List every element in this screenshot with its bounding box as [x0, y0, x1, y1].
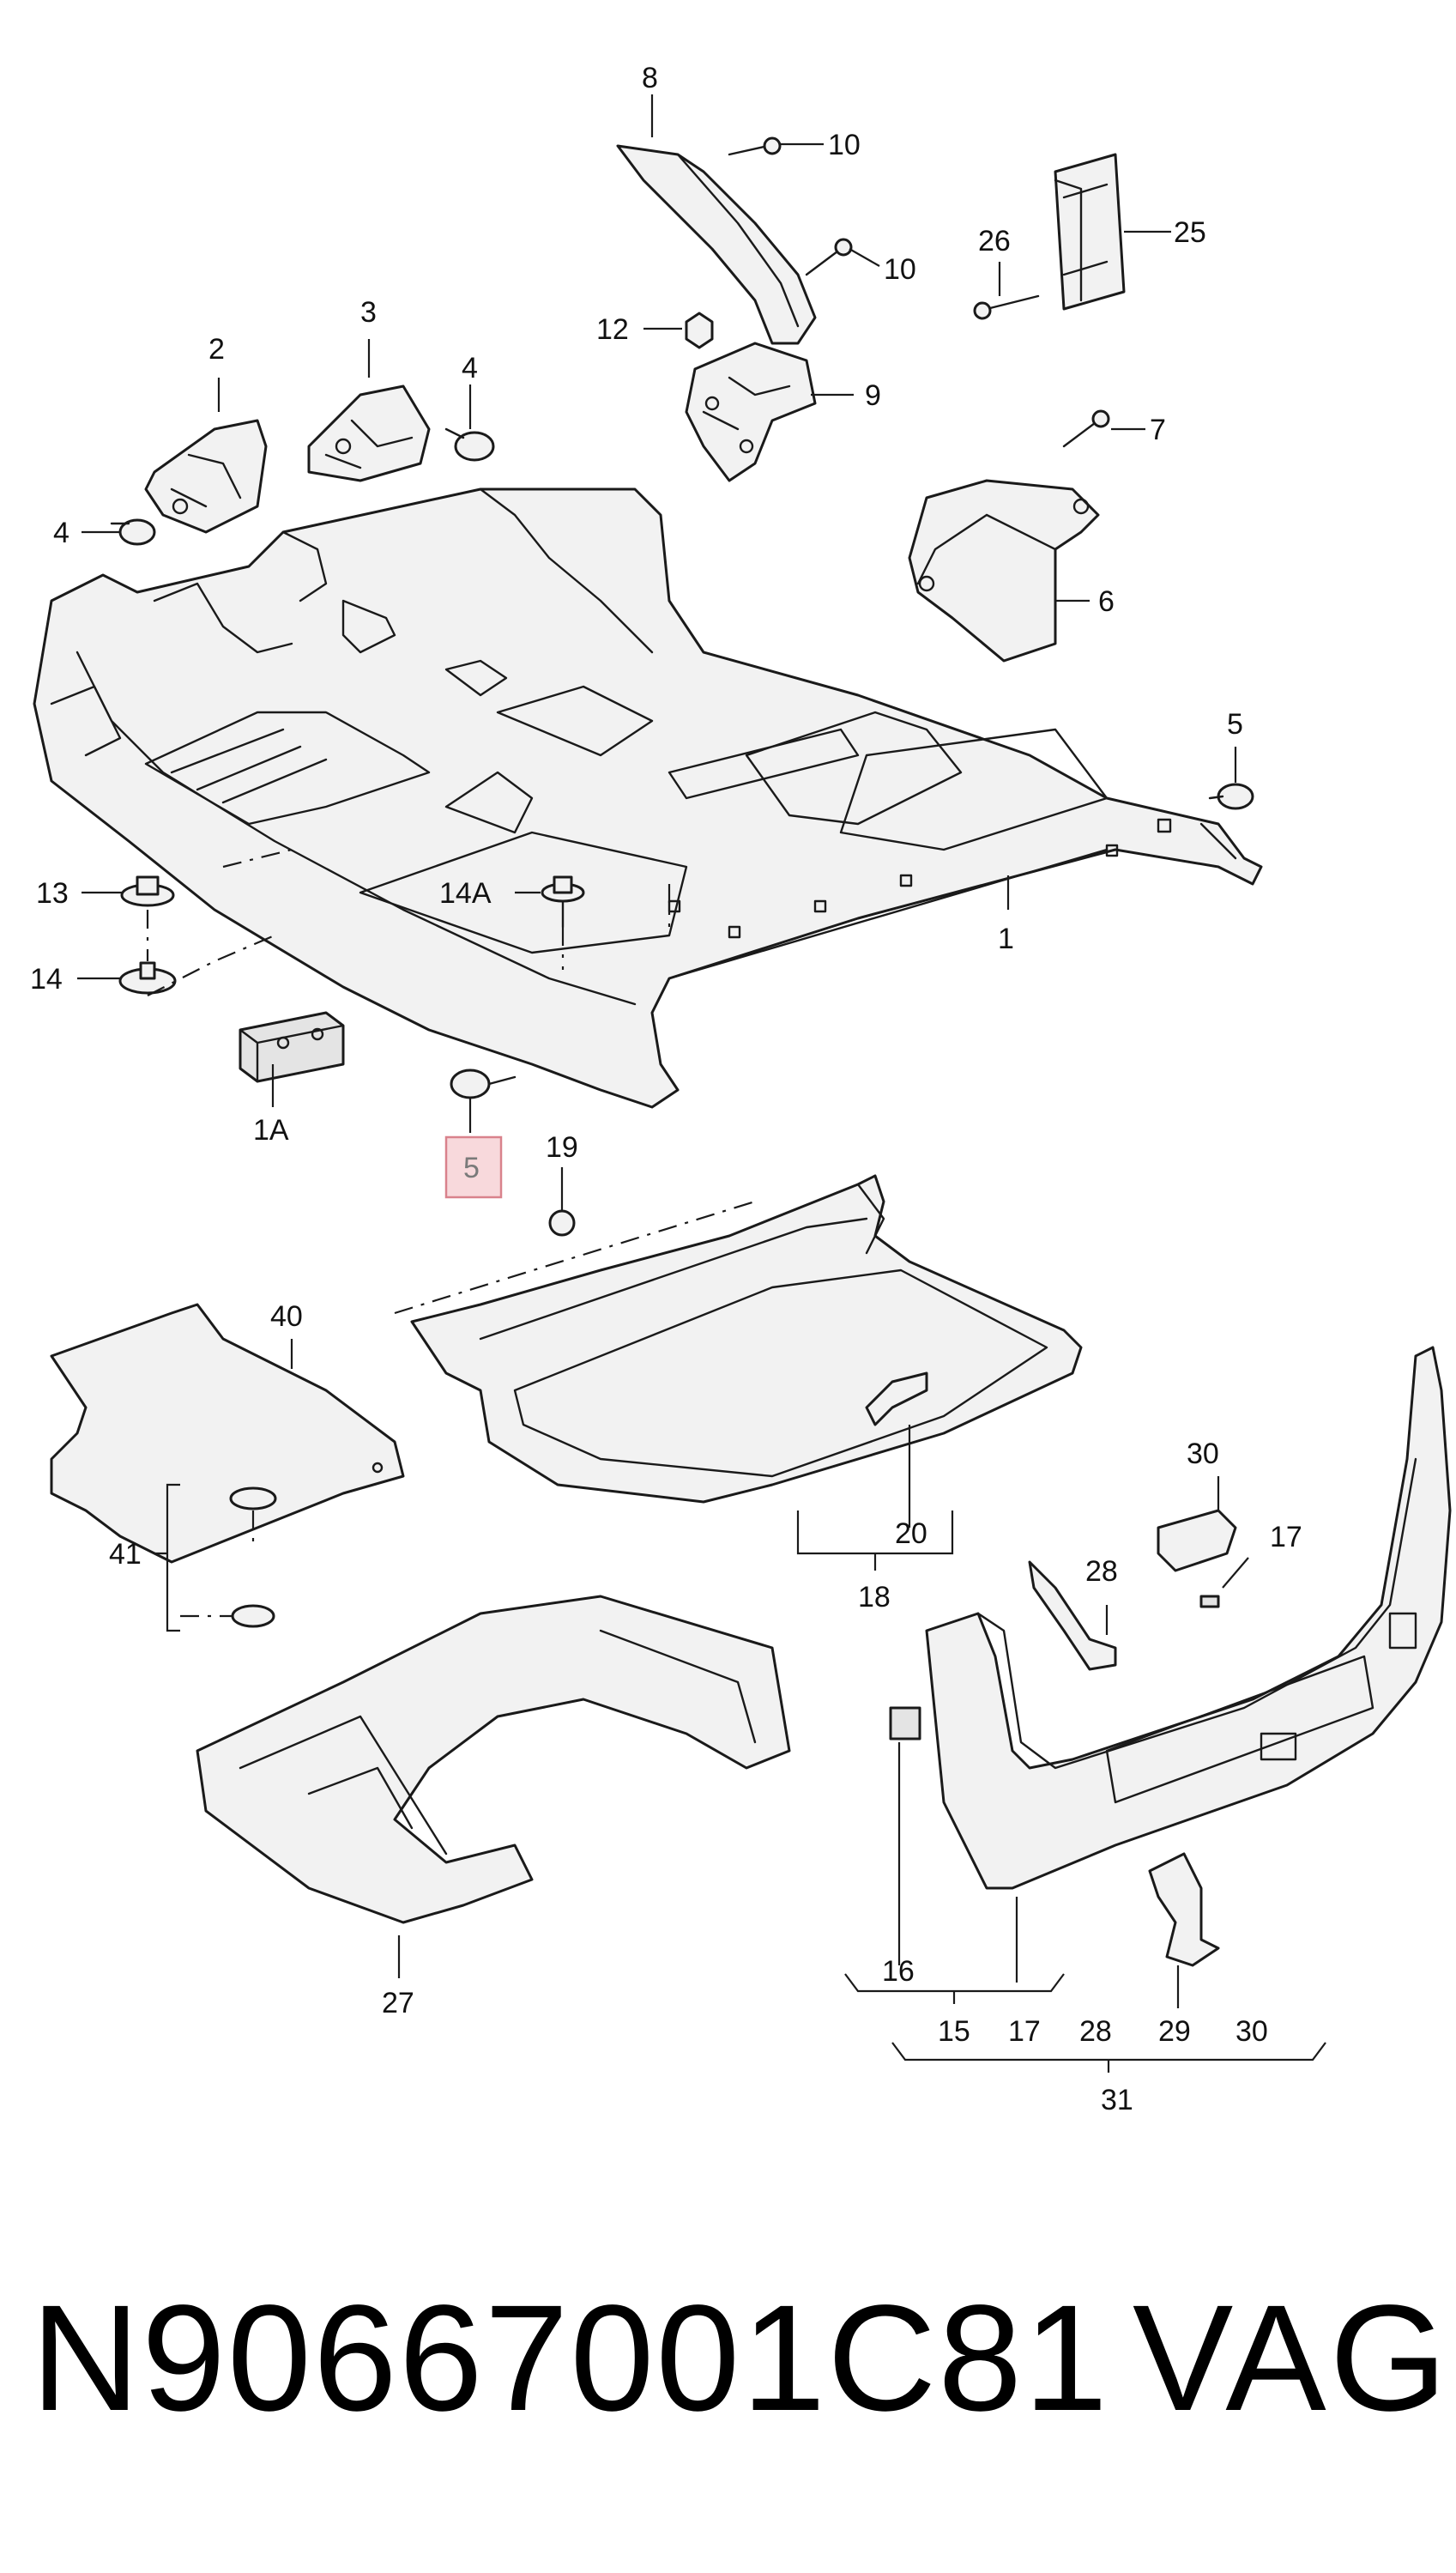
clip-part-5-right [1208, 783, 1254, 810]
label-14: 14 [30, 963, 63, 996]
label-8: 8 [642, 62, 658, 94]
bracket-part-2 [144, 419, 268, 534]
cover-part-6 [908, 479, 1100, 663]
screw-part-26 [973, 294, 1040, 320]
label-30-lower: 30 [1235, 2015, 1268, 2048]
footer: N90667001C81 VAG [0, 2257, 1456, 2480]
highlighted-label-5: 5 [444, 1135, 503, 1199]
clip-part-16 [889, 1706, 921, 1741]
wheel-well-liner-part-27 [196, 1595, 791, 1924]
retainer-part-41 [180, 1486, 277, 1628]
label-1: 1 [998, 923, 1014, 955]
label-20: 20 [895, 1517, 927, 1550]
label-40: 40 [270, 1300, 303, 1333]
label-28-upper: 28 [1085, 1555, 1118, 1588]
label-4-right: 4 [462, 352, 478, 384]
bracket-part-25 [1054, 153, 1126, 311]
label-10-upper: 10 [828, 129, 861, 161]
label-16: 16 [882, 1955, 915, 1988]
label-14a: 14A [439, 877, 492, 910]
leader-lines [77, 94, 1249, 2008]
pad-part-1a [239, 1011, 345, 1083]
part-number: N90667001C81 [31, 2274, 1110, 2443]
label-27: 27 [382, 1987, 414, 2019]
label-10-lower: 10 [884, 253, 916, 286]
bracket-part-9 [685, 342, 817, 482]
retainer-part-28 [1028, 1560, 1117, 1671]
screw-part-19 [548, 1209, 576, 1237]
grouping-braces [154, 1483, 1326, 2073]
screw-part-10-upper [728, 136, 782, 156]
label-12: 12 [596, 313, 629, 346]
label-4-left: 4 [53, 517, 69, 549]
hook-part-20 [865, 1371, 928, 1426]
label-26: 26 [978, 225, 1011, 257]
label-15: 15 [938, 2015, 970, 2048]
label-29: 29 [1158, 2015, 1191, 2048]
screw-part-7 [1062, 409, 1110, 448]
label-9: 9 [865, 379, 881, 412]
clip-part-14a [541, 875, 585, 929]
cover-part-30 [1157, 1509, 1237, 1572]
retainer-part-29 [1148, 1852, 1220, 1967]
brand-name: VAG [1133, 2274, 1451, 2443]
floor-carpet-part-1 [33, 487, 1263, 1109]
label-5-right: 5 [1227, 708, 1243, 741]
label-25: 25 [1174, 216, 1206, 249]
bracket-part-3 [307, 384, 431, 482]
rear-trim-panel-part-15 [925, 1346, 1452, 1890]
label-17-lower: 17 [1008, 2015, 1041, 2048]
clip-part-4 [110, 518, 156, 546]
trunk-floor-part-18 [410, 1174, 1083, 1504]
clip-part-5-highlighted [450, 1069, 517, 1099]
handle-part-8 [616, 144, 817, 345]
label-31: 31 [1101, 2084, 1133, 2116]
label-30-upper: 30 [1187, 1438, 1219, 1470]
screw-part-10-lower [805, 238, 853, 276]
assembly-lines [146, 848, 671, 996]
label-17-upper: 17 [1270, 1521, 1302, 1553]
label-1a: 1A [253, 1114, 289, 1147]
clip-part-13 [120, 875, 175, 907]
nut-part-12 [685, 312, 714, 349]
label-41: 41 [109, 1538, 142, 1571]
label-18: 18 [858, 1581, 891, 1613]
label-19: 19 [546, 1131, 578, 1164]
part-number-labels: 8 10 10 12 9 7 6 25 26 2 3 4 4 5 1 13 14… [30, 62, 1302, 2116]
label-5-highlighted: 5 [463, 1152, 480, 1184]
label-28-lower: 28 [1079, 2015, 1112, 2048]
label-3: 3 [360, 296, 377, 329]
floor-mat-part-40 [50, 1303, 405, 1564]
clip-part-14 [118, 961, 177, 995]
label-7: 7 [1150, 414, 1166, 446]
label-13: 13 [36, 877, 69, 910]
label-2: 2 [208, 333, 225, 366]
clip-part-17 [1199, 1595, 1220, 1608]
label-6: 6 [1098, 585, 1115, 618]
clip-part-4-right [444, 427, 495, 462]
